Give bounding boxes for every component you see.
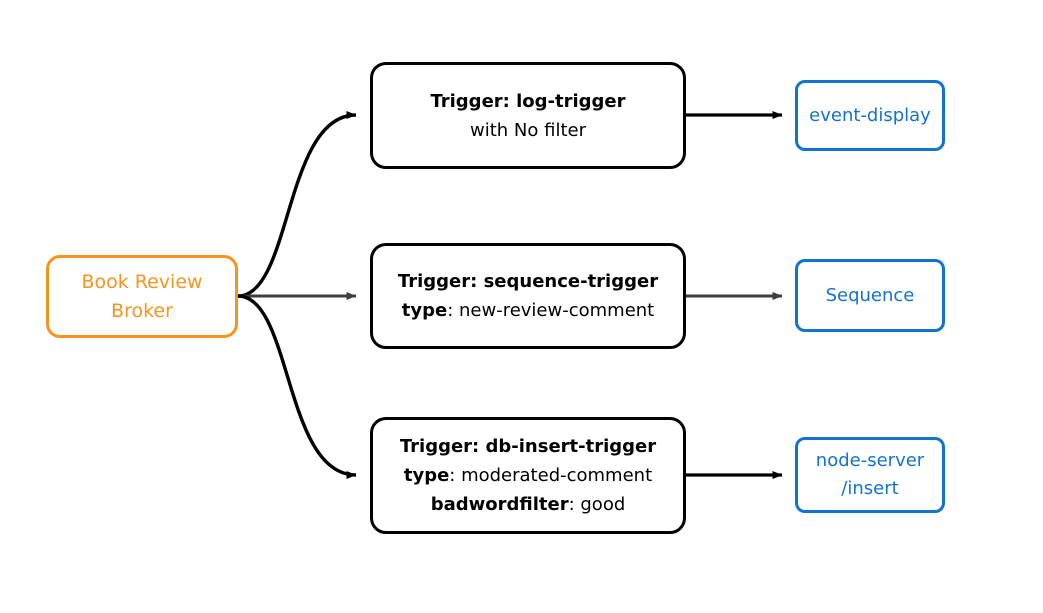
- node-trigger-log-trigger[interactable]: Trigger: log-trigger with No filter: [370, 62, 686, 169]
- node-trigger-db-insert-trigger[interactable]: Trigger: db-insert-trigger type: moderat…: [370, 417, 686, 534]
- trigger-db-insert-trigger-title: Trigger: db-insert-trigger: [399, 436, 657, 457]
- node-sink-node-server-insert[interactable]: node-server /insert: [795, 437, 945, 513]
- trigger-db-insert-trigger-detail-1-key: type: [403, 465, 450, 486]
- node-trigger-sequence-trigger[interactable]: Trigger: sequence-trigger type: new-revi…: [370, 243, 686, 349]
- trigger-log-trigger-detail-1-value: with No filter: [470, 119, 586, 141]
- node-book-review-broker[interactable]: Book Review Broker: [46, 255, 238, 338]
- trigger-sequence-trigger-title: Trigger: sequence-trigger: [397, 271, 659, 292]
- sink-node-server-label-line-1: node-server: [815, 450, 925, 471]
- edge-broker-to-db-insert-trigger: [237, 294, 357, 479]
- trigger-db-insert-trigger-detail-2-value: : good: [568, 494, 626, 515]
- sink-event-display-label: event-display: [809, 104, 931, 126]
- sink-sequence-label: Sequence: [825, 284, 915, 306]
- trigger-sequence-trigger-detail-1: type: new-review-comment: [402, 296, 654, 325]
- edge-broker-to-log-trigger: [237, 111, 357, 298]
- trigger-log-trigger-detail-1: with No filter: [470, 116, 586, 145]
- node-sink-event-display[interactable]: event-display: [795, 80, 945, 151]
- trigger-db-insert-trigger-detail-1-value: : moderated-comment: [449, 465, 653, 486]
- broker-label-line-1: Book Review: [81, 270, 203, 293]
- sink-node-server-label-line-2: /insert: [841, 478, 899, 499]
- trigger-db-insert-trigger-detail-2: badwordfilter: good: [431, 490, 626, 519]
- trigger-db-insert-trigger-detail-2-key: badwordfilter: [430, 494, 569, 515]
- trigger-sequence-trigger-detail-1-value: : new-review-comment: [447, 300, 655, 321]
- trigger-db-insert-trigger-detail-1: type: moderated-comment: [404, 461, 652, 490]
- trigger-log-trigger-title: Trigger: log-trigger: [430, 90, 626, 112]
- node-sink-sequence[interactable]: Sequence: [795, 259, 945, 332]
- trigger-sequence-trigger-detail-1-key: type: [401, 300, 448, 321]
- broker-label-line-2: Broker: [111, 299, 173, 322]
